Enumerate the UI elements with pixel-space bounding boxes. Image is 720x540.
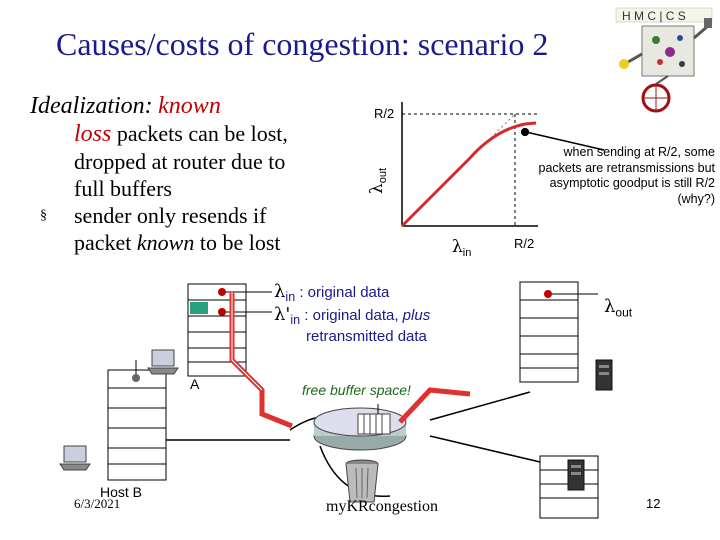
hmc-cs-logo: H M C | C S (615, 7, 713, 113)
retransmitted-legend: retransmitted data (306, 328, 427, 345)
left-host-stack (107, 369, 167, 481)
network-diagram (59, 281, 613, 519)
bullet-line-3: dropped at router due to (74, 149, 286, 174)
bullet-list: Idealization: known loss packets can be … (30, 92, 360, 256)
retransmit-packet (190, 302, 208, 314)
note-arrow (521, 128, 605, 151)
host-b-buffer (519, 281, 579, 383)
trash-icon (345, 459, 379, 503)
host-a-label: A (190, 376, 200, 392)
lambda-out-label: λout (604, 296, 633, 320)
host-a-buffer (187, 283, 247, 377)
idealization-label: Idealization: (30, 93, 153, 119)
bullet-line-6: packet known to be lost (30, 229, 360, 256)
router-buffer (357, 413, 391, 435)
lambda-in-legend: λin : original data (274, 281, 390, 304)
bullet-line-1: Idealization: known (30, 92, 360, 120)
bullet-line-4: full buffers (74, 176, 172, 201)
x-axis-label: λin (452, 237, 471, 259)
y-tick-label: R/2 (374, 106, 394, 121)
bullet-line-2: loss packets can be lost, (30, 120, 360, 148)
server-icon (567, 459, 585, 491)
goodput-curve (400, 121, 537, 228)
line1-rest: packets can be lost, (116, 121, 288, 146)
router (313, 407, 407, 451)
slide-footer: myKRcongestion (326, 498, 438, 515)
line5-b: to be lost (199, 230, 281, 255)
lambda-prime-in-legend: λ'in : original data, plus (274, 304, 431, 327)
y-axis-label: λout (367, 168, 389, 194)
goodput-note: when sending at R/2, some packets are re… (538, 145, 715, 206)
x-tick-label: R/2 (514, 236, 534, 251)
laptop-icon (147, 349, 179, 375)
host-b-label: Host B (100, 484, 143, 500)
slide-date: 6/3/2021 (74, 496, 121, 511)
free-buffer-label: free buffer space! (302, 382, 411, 398)
bullet-line-5: § sender only resends if (30, 202, 360, 229)
laptop-icon (59, 445, 91, 471)
line5-known: known (136, 230, 195, 255)
bullet-marker: § (40, 208, 47, 223)
slide-title: Causes/costs of congestion: scenario 2 (56, 26, 549, 62)
loss-word: loss (74, 121, 112, 147)
page-number: 12 (646, 496, 661, 511)
throughput-graph: λout R/2 λin R/2 (367, 102, 538, 259)
line5-a: packet (74, 230, 132, 255)
known-word: known (158, 93, 221, 119)
svg-text:H M C | C S: H M C | C S (622, 9, 686, 23)
line4-text: sender only resends if (74, 203, 267, 228)
server-icon (595, 359, 613, 391)
